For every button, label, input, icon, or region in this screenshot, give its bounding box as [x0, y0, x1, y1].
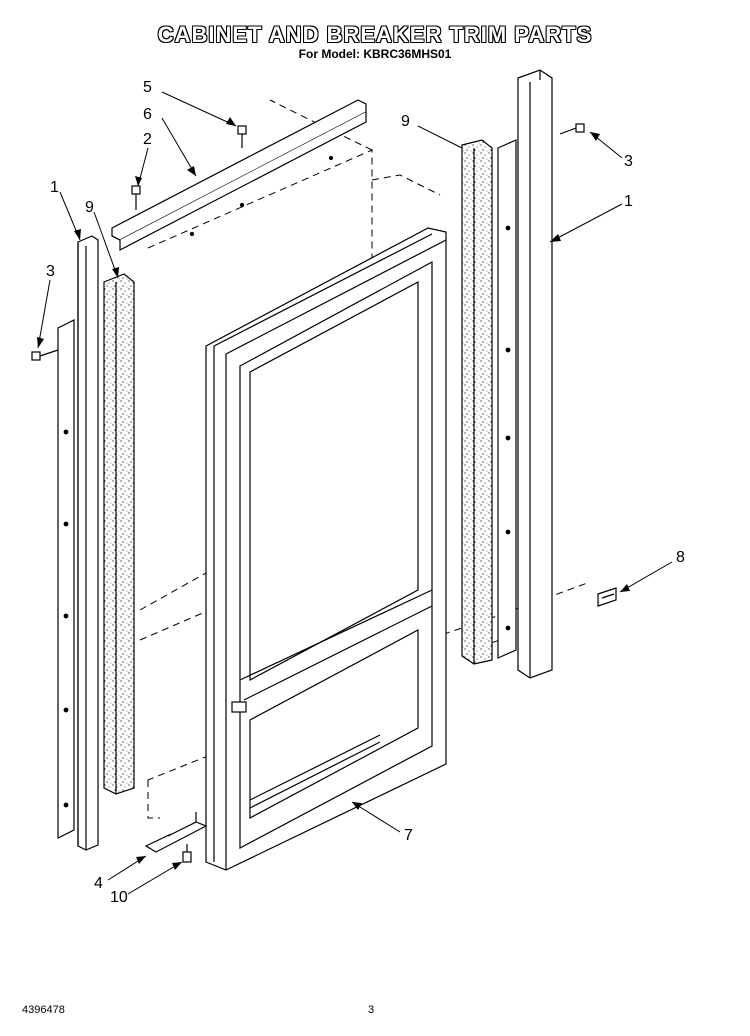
callout-4: 4: [94, 875, 103, 892]
left-gasket: [103, 273, 135, 795]
callout-3-right: 3: [624, 153, 633, 170]
callout-1-left: 1: [50, 179, 59, 196]
screw-icon: [131, 125, 247, 210]
arrowheads: [37, 117, 630, 870]
callout-9-right: 9: [401, 113, 410, 130]
top-trim-strip: [111, 99, 367, 251]
callout-5: 5: [143, 79, 152, 96]
screw-icon: [31, 349, 59, 361]
callout-3-left: 3: [46, 263, 55, 280]
callout-6: 6: [143, 106, 152, 123]
model-subtitle: For Model: KBRC36MHS01: [298, 47, 452, 61]
page-title: CABINET AND BREAKER TRIM PARTS: [157, 22, 593, 47]
document-number: 4396478: [22, 1004, 65, 1016]
callout-1-right: 1: [624, 193, 633, 210]
label-part: [597, 587, 617, 607]
screw-icon: [182, 844, 192, 863]
page-number: 3: [368, 1004, 375, 1016]
right-cabinet-trim: [497, 69, 553, 679]
left-cabinet-trim: [57, 235, 99, 851]
callout-8: 8: [676, 549, 685, 566]
breaker-trim-frame: [205, 227, 447, 871]
screw-icon: [559, 123, 585, 135]
callout-7: 7: [404, 827, 413, 844]
callout-2: 2: [143, 131, 152, 148]
callout-10: 10: [110, 889, 128, 906]
callout-9-left: 9: [85, 199, 94, 216]
bottom-bracket: [144, 812, 208, 853]
right-gasket: [461, 139, 493, 665]
